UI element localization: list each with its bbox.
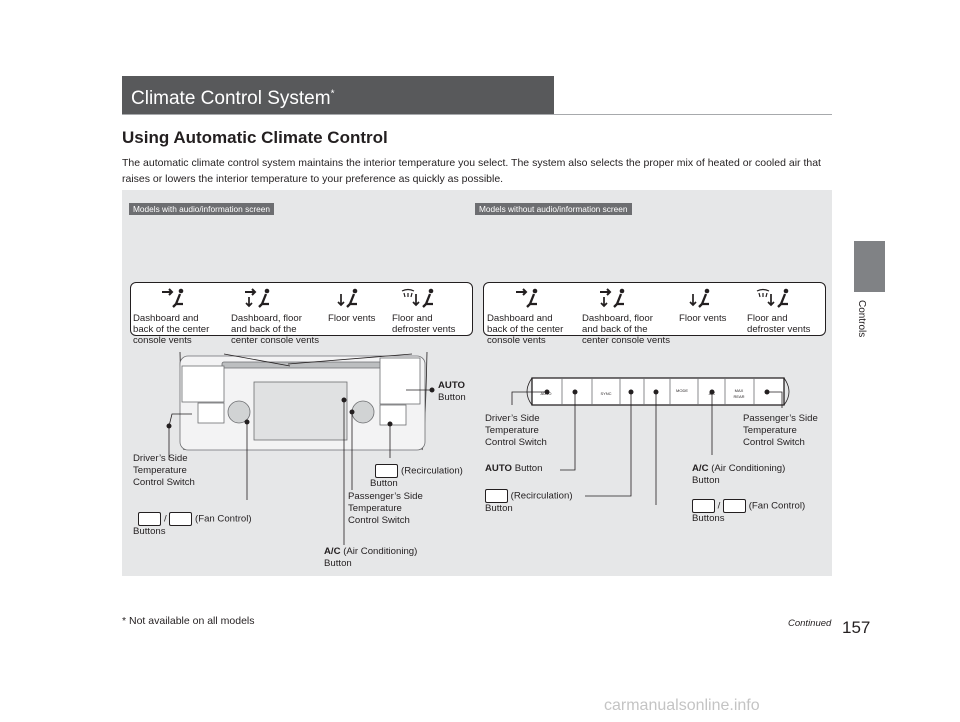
intro-paragraph: The automatic climate control system mai…	[122, 157, 821, 185]
slash: /	[717, 500, 721, 512]
vent-label-text: Floor and defroster vents	[747, 313, 811, 335]
callout-auto-right: AUTO Button	[485, 463, 542, 475]
callout-fan-left: / (Fan Control) Buttons	[133, 500, 252, 538]
fan-up-icon	[169, 512, 193, 526]
dashboard-vent-icon	[516, 288, 538, 308]
callout-recirc-right: (Recirculation) Button	[485, 489, 573, 515]
vent-label-floor-defrost: Floor and defroster vents	[747, 313, 810, 335]
vent-label-text: Floor and defroster vents	[392, 313, 456, 335]
floor-defrost-vent-icon	[756, 288, 789, 308]
callout-recirc-left: (Recirculation) Button	[370, 452, 463, 490]
callout-fan-right: / (Fan Control) Buttons	[692, 499, 805, 525]
floor-defrost-vent-icon	[401, 288, 434, 308]
vent-label-text: Floor vents	[679, 313, 727, 324]
vent-label-floor: Floor vents	[328, 313, 375, 324]
panel-button-label: A/C	[709, 391, 716, 396]
side-tab-label: Controls	[856, 300, 867, 338]
continued-label: Continued	[788, 618, 832, 629]
panel-button-label: SYNC	[600, 391, 611, 396]
ac-word: A/C	[324, 546, 341, 557]
vent-label-floor-defrost: Floor and defroster vents	[392, 313, 455, 335]
dashboard-floor-vent-icon	[600, 288, 625, 308]
side-tab	[854, 241, 885, 292]
recirculation-icon	[485, 489, 508, 503]
fan-up-icon	[723, 499, 747, 513]
panel-button-label: REAR	[733, 394, 744, 399]
fan-text: (Fan Control) Buttons	[692, 500, 806, 524]
panel-button-label: MAX	[735, 388, 744, 393]
callout-driver-temp-left: Driver’s Side Temperature Control Switch	[133, 453, 195, 488]
slash: /	[164, 513, 167, 525]
vent-mode-box-left	[130, 282, 473, 336]
callout-passenger-temp-right: Passenger’s Side Temperature Control Swi…	[743, 413, 818, 448]
title-footnote-mark: *	[330, 88, 335, 100]
panel-button-label: AUTO	[540, 391, 551, 396]
dashboard-floor-vent-icon	[245, 288, 270, 308]
callout-ac-right: A/C (Air Conditioning) Button	[692, 463, 785, 487]
callout-passenger-temp-left: Passenger’s Side Temperature Control Swi…	[348, 491, 423, 526]
fan-down-icon	[138, 512, 162, 526]
section-heading: Using Automatic Climate Control	[122, 128, 388, 147]
recirc-text: (Recirculation) Button	[485, 490, 573, 514]
callout-driver-temp-right: Driver’s Side Temperature Control Switch	[485, 413, 547, 448]
section-title: Climate Control System	[131, 88, 331, 109]
fan-down-icon	[692, 499, 715, 513]
dashboard-vent-icon	[162, 288, 184, 308]
vent-label-dashboard: Dashboard and back of the center console…	[487, 313, 563, 346]
title-rule	[122, 114, 832, 115]
vent-label-text: Dashboard and back of the center console…	[133, 313, 210, 346]
vent-label-dashboard-floor: Dashboard, floor and back of the center …	[231, 313, 319, 346]
ac-text: (Air Conditioning) Button	[692, 463, 786, 486]
recirc-text: (Recirculation) Button	[370, 465, 463, 489]
page-number: 157	[842, 618, 871, 637]
auto-word: AUTO	[485, 463, 513, 474]
watermark: carmanualsonline.info	[604, 697, 760, 714]
vent-label-text: Dashboard and back of the center console…	[487, 313, 564, 346]
callout-auto-left: AUTO Button	[438, 380, 466, 404]
auto-rest: Button	[438, 392, 466, 403]
title-bar	[122, 76, 554, 115]
tag-models-without-screen: Models without audio/information screen	[475, 203, 632, 215]
fan-text: (Fan Control) Buttons	[133, 513, 252, 537]
floor-vent-icon	[689, 288, 710, 308]
page-title: Climate Control System*	[131, 88, 334, 110]
footnote: * Not available on all models	[122, 615, 255, 627]
vent-label-text: Dashboard, floor and back of the center …	[582, 313, 670, 346]
control-panel-illustrations: AUTO SYNC A/C MODE MAX REAR	[166, 351, 790, 545]
callout-ac-left: A/C (Air Conditioning) Button	[324, 546, 417, 570]
ac-word: A/C	[692, 463, 709, 474]
vent-label-text: Dashboard, floor and back of the center …	[231, 313, 319, 346]
vent-label-dashboard: Dashboard and back of the center console…	[133, 313, 209, 346]
auto-rest: Button	[514, 463, 543, 474]
tag-models-with-screen: Models with audio/information screen	[129, 203, 274, 215]
vent-label-dashboard-floor: Dashboard, floor and back of the center …	[582, 313, 670, 346]
auto-word: AUTO	[438, 380, 466, 391]
vent-label-text: Floor vents	[328, 313, 376, 324]
recirculation-icon	[375, 464, 399, 478]
vent-label-floor: Floor vents	[679, 313, 726, 324]
ac-text: (Air Conditioning) Button	[324, 546, 418, 569]
floor-vent-icon	[337, 288, 358, 308]
panel-button-label: MODE	[676, 388, 688, 393]
